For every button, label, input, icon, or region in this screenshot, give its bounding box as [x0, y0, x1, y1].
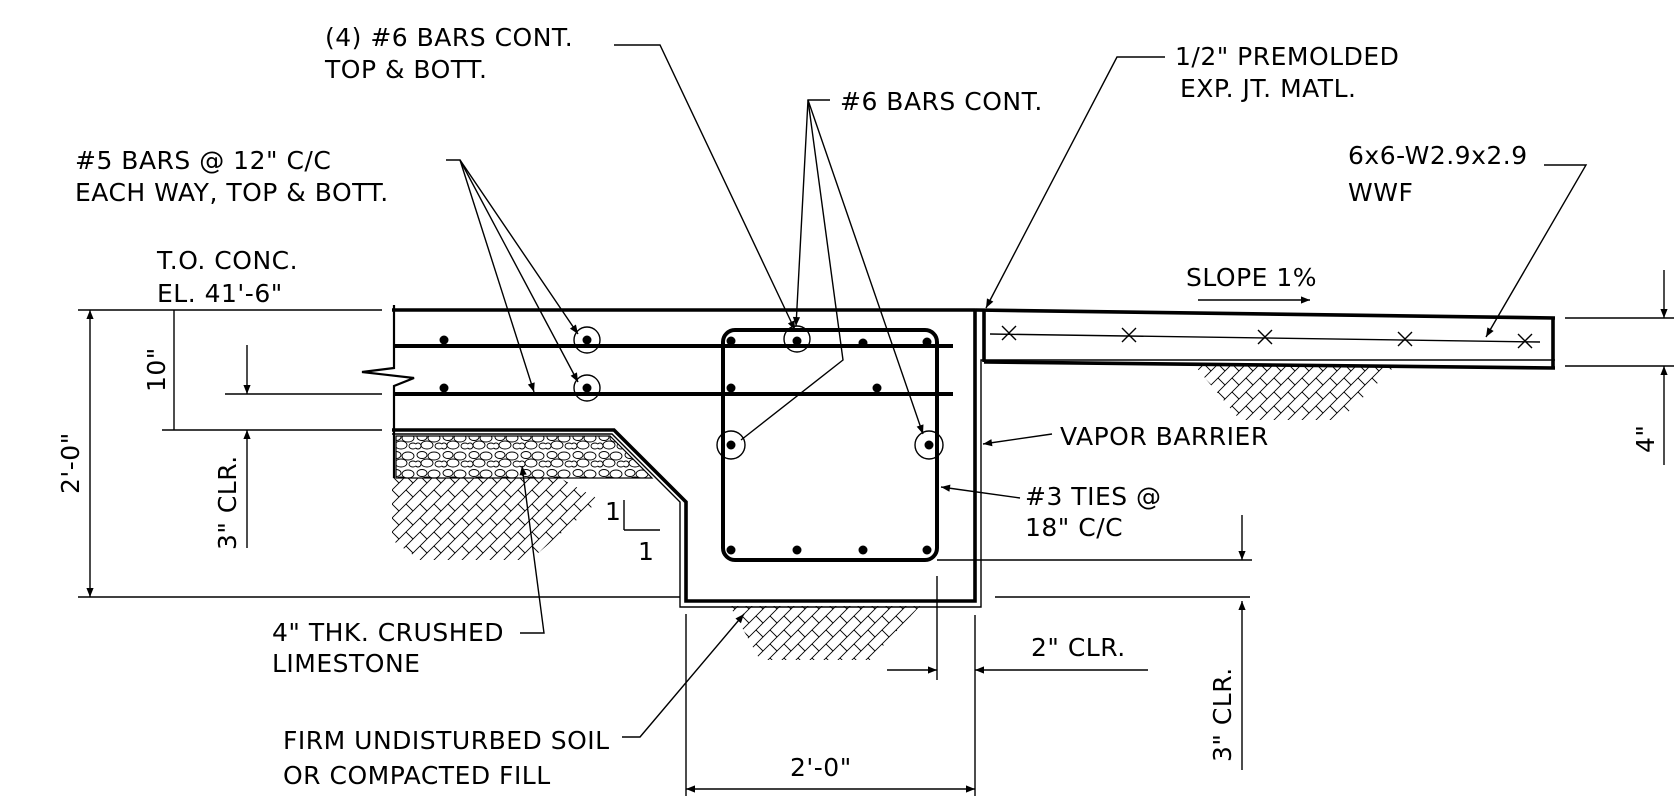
- leader-lines: [446, 44, 1588, 738]
- label-ties-line2: 18" C/C: [1025, 513, 1123, 542]
- label-bars-top-bott-line2: TOP & BOTT.: [324, 55, 487, 84]
- label-bars-top-bott-line1: (4) #6 BARS CONT.: [325, 23, 573, 52]
- wwf-marks: [1001, 325, 1533, 349]
- label-bars5-line2: EACH WAY, TOP & BOTT.: [75, 178, 389, 207]
- dim-beam-width: 2'-0": [790, 753, 852, 782]
- dim-slope-run: 1: [638, 537, 654, 566]
- slab-reinforcement: [394, 326, 953, 402]
- crushed-limestone-fill: [395, 435, 654, 479]
- label-slope: SLOPE 1%: [1186, 263, 1317, 292]
- label-bars5-line1: #5 BARS @ 12" C/C: [75, 146, 331, 175]
- dim-walk-thickness: 4": [1631, 425, 1660, 453]
- dimension-lines: [78, 270, 1674, 796]
- dim-total-depth: 2'-0": [56, 432, 85, 494]
- label-soil-line1: FIRM UNDISTURBED SOIL: [283, 726, 610, 755]
- label-limestone-line2: LIMESTONE: [272, 649, 420, 678]
- label-ties-line1: #3 TIES @: [1025, 482, 1162, 511]
- dim-slope-rise: 1: [605, 497, 621, 526]
- label-wwf-line1: 6x6-W2.9x2.9: [1348, 141, 1528, 170]
- label-vapor-barrier: VAPOR BARRIER: [1060, 422, 1269, 451]
- label-premolded-line2: EXP. JT. MATL.: [1180, 74, 1356, 103]
- dim-clear-cover-bottom: 3" CLR.: [1208, 667, 1237, 762]
- label-bars-cont: #6 BARS CONT.: [840, 87, 1043, 116]
- label-top-of-concrete-line1: T.O. CONC.: [156, 246, 298, 275]
- label-premolded-line1: 1/2" PREMOLDED: [1175, 42, 1399, 71]
- dim-slab-thickness: 10": [142, 347, 171, 392]
- sidewalk-slab: [973, 308, 1556, 370]
- beam-reinforcement: [716, 325, 944, 562]
- label-top-of-concrete-line2: EL. 41'-6": [157, 279, 283, 308]
- label-soil-line2: OR COMPACTED FILL: [283, 761, 551, 790]
- label-limestone-line1: 4" THK. CRUSHED: [272, 618, 504, 647]
- concrete-outline: [361, 305, 1555, 608]
- dim-clear-cover-left: 3" CLR.: [213, 455, 242, 550]
- label-wwf-line2: WWF: [1348, 178, 1413, 207]
- dim-clear-cover-side: 2" CLR.: [1031, 633, 1126, 662]
